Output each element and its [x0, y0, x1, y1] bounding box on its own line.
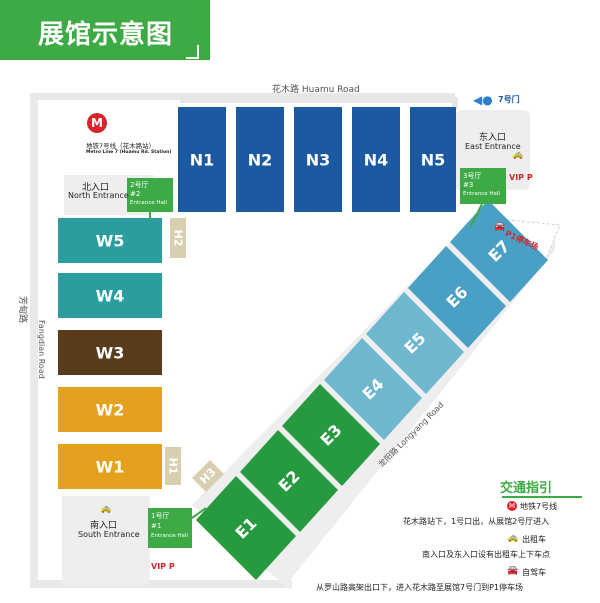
hall-w2 — [58, 387, 162, 432]
connector-hall1 — [191, 507, 207, 519]
label-n1: N1 — [189, 150, 215, 170]
east-entrance-cn: 东入口 — [479, 133, 507, 143]
label-n5: N5 — [420, 150, 446, 170]
south-entrance-en: South Entrance — [78, 530, 140, 539]
metro-icon: M — [87, 113, 107, 133]
entrance-hall-1-cn: 1号厅 — [151, 512, 170, 520]
hall-h3 — [192, 460, 224, 492]
legend-taxi-desc: 南入口及东入口设有出租车上下车点 — [422, 550, 550, 559]
legend-car-icon: 🚘 — [507, 566, 519, 576]
hall-e1 — [196, 476, 296, 580]
west-halls — [58, 218, 162, 489]
legend-metro-label: 地铁7号线 — [520, 502, 558, 511]
vip-parking-east: VIP P — [509, 173, 533, 182]
hall-e7 — [450, 200, 548, 302]
road-huamu: 花木路 Huamu Road — [272, 85, 360, 95]
label-w4: W4 — [95, 286, 125, 306]
page-header — [0, 0, 210, 60]
taxi-icon: 🚕 — [512, 150, 524, 160]
hall-h2 — [170, 218, 186, 258]
hall-n1 — [178, 107, 226, 212]
legend-car-desc: 从罗山路高架出口下，进入花木路至展馆7号门到P1停车场 — [316, 583, 524, 592]
east-entrance-en: East Entrance — [465, 142, 521, 151]
entrance-hall-3-cn: 3号厅 — [463, 172, 482, 180]
label-n4: N4 — [363, 150, 389, 170]
south-entrance-cn: 南入口 — [90, 521, 118, 531]
label-w5: W5 — [95, 231, 125, 251]
hall-w5 — [58, 218, 162, 263]
hall-w1 — [58, 444, 162, 489]
hall-e4 — [324, 338, 422, 440]
entrance-hall-1 — [148, 508, 192, 548]
road-fangdian-cn: 芳甸路 — [17, 296, 27, 324]
arrow-left-icon: ◀● — [473, 93, 493, 107]
label-n3: N3 — [305, 150, 331, 170]
hall-w3 — [58, 330, 162, 375]
taxi-icon-south: 🚕 — [100, 504, 112, 514]
hall-h1 — [165, 447, 181, 485]
entrance-hall-3-en: Entrance Hall — [463, 191, 500, 197]
huamu-road — [180, 95, 455, 103]
north-entrance-en: North Entrance — [68, 191, 129, 200]
label-w1: W1 — [95, 457, 125, 477]
entrance-hall-2-en: Entrance Hall — [130, 200, 167, 206]
header-corner-mark-2 — [186, 57, 199, 59]
entrance-hall-1-en: Entrance Hall — [151, 533, 188, 539]
legend-car-label: 自驾车 — [522, 568, 546, 577]
legend-metro-desc: 花木路站下，1号口出，从展馆2号厅进入 — [403, 517, 550, 526]
connector-hall3 — [469, 203, 483, 229]
label-n2: N2 — [247, 150, 273, 170]
label-w3: W3 — [95, 343, 125, 363]
north-entrance-cn: 北入口 — [82, 183, 110, 193]
hall-e6 — [408, 246, 506, 348]
legend-underline — [502, 496, 582, 498]
east-halls — [196, 200, 548, 580]
hall-n5 — [410, 107, 456, 212]
entrance-hall-2-no: #2 — [130, 190, 141, 198]
hall-n2 — [236, 107, 284, 212]
label-h1: H1 — [166, 457, 180, 475]
label-w2: W2 — [95, 400, 125, 420]
south-zone — [62, 496, 150, 586]
entrance-hall-1-no: #1 — [151, 522, 162, 530]
hall-n4 — [352, 107, 400, 212]
legend-title: 交通指引 — [500, 481, 553, 496]
car-icon: 🚘 — [494, 222, 506, 232]
entrance-hall-2-cn: 2号厅 — [130, 181, 149, 189]
vip-parking-south: VIP P — [151, 562, 175, 571]
header-corner-mark — [197, 45, 199, 59]
entrance-hall-2 — [127, 178, 173, 212]
gate-7-label: 7号门 — [498, 95, 520, 104]
hall-w4 — [58, 273, 162, 318]
hall-e5 — [366, 292, 464, 394]
label-h2: H2 — [171, 229, 185, 247]
metro-line-en: Metro Line 7 (Huamu Rd. Station) — [86, 150, 172, 155]
north-halls — [178, 107, 456, 212]
legend-metro-icon: M — [507, 501, 517, 511]
entrance-hall-3-no: #3 — [463, 181, 474, 189]
legend-taxi-label: 出租车 — [522, 535, 546, 544]
metro-line-cn: 地铁7号线（花木路站） — [86, 142, 156, 150]
hall-n3 — [294, 107, 342, 212]
hall-e2 — [240, 430, 338, 532]
legend-taxi-icon: 🚕 — [507, 533, 519, 543]
hall-e3 — [282, 384, 380, 486]
entrance-hall-3 — [460, 168, 506, 204]
road-fangdian-en: Fangdian Road — [37, 320, 46, 379]
page-title: 展馆示意图 — [38, 20, 174, 50]
